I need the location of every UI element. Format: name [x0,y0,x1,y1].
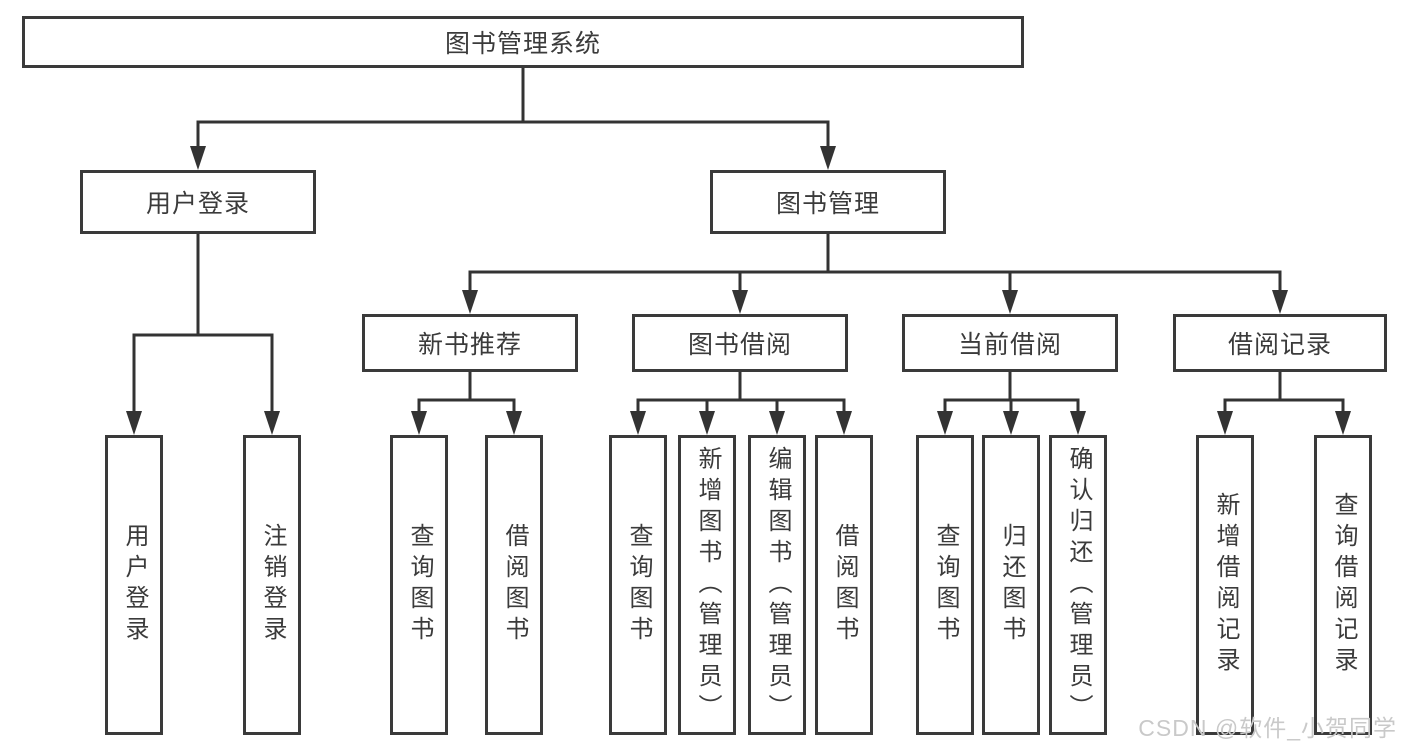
node-label: 用户登录 [121,523,148,647]
leaf-add-book-admin: 新增图书（管理员） [678,435,736,735]
arrowhead-down-icon [1003,411,1019,435]
node-label: 借阅图书 [501,523,528,647]
arrowhead-down-icon [1335,411,1351,435]
arrowhead-down-icon [411,411,427,435]
node-label: 查询图书 [406,523,433,647]
node-label: 注销登录 [259,523,286,647]
node-user-login: 用户登录 [80,170,316,234]
node-book-borrow: 图书借阅 [632,314,848,372]
leaf-borrow-query-book: 查询图书 [609,435,667,735]
leaf-current-query-book: 查询图书 [916,435,974,735]
arrowhead-down-icon [1002,290,1018,314]
leaf-user-login: 用户登录 [105,435,163,735]
leaf-edit-book-admin: 编辑图书（管理员） [748,435,806,735]
arrowhead-down-icon [190,146,206,170]
node-label: 查询图书 [932,523,959,647]
arrowhead-down-icon [836,411,852,435]
connector-paths [132,68,1345,414]
node-current-borrow: 当前借阅 [902,314,1118,372]
arrowhead-down-icon [264,411,280,435]
leaf-add-borrow-record: 新增借阅记录 [1196,435,1254,735]
connector-newbookrec-to-leaves [417,372,516,414]
connector-bookborrow-to-leaves [636,372,846,414]
leaf-recommend-borrow-book: 借阅图书 [485,435,543,735]
node-label: 当前借阅 [957,331,1062,359]
connector-bookmgmt-to-level3 [468,234,1282,296]
connector-root-to-level2 [196,68,830,150]
node-label: 用户登录 [145,190,250,218]
node-label: 图书管理 [775,190,880,218]
connector-borrowrecords-to-leaves [1223,372,1345,414]
arrowhead-down-icon [732,290,748,314]
leaf-recommend-query-book: 查询图书 [390,435,448,735]
node-label: 图书借阅 [687,331,792,359]
node-label: 查询借阅记录 [1330,492,1357,678]
arrowhead-down-icon [937,411,953,435]
csdn-watermark: CSDN @软件_小贺同学 [1138,715,1397,741]
node-label: 新书推荐 [417,331,522,359]
arrowhead-down-icon [630,411,646,435]
arrowhead-down-icon [1217,411,1233,435]
arrowheads [126,146,1351,435]
arrowhead-down-icon [126,411,142,435]
arrowhead-down-icon [506,411,522,435]
arrowhead-down-icon [820,146,836,170]
node-label: 归还图书 [998,523,1025,647]
node-book-management: 图书管理 [710,170,946,234]
leaf-borrow-book: 借阅图书 [815,435,873,735]
node-label: 借阅记录 [1227,331,1332,359]
leaf-return-book: 归还图书 [982,435,1040,735]
node-label: 编辑图书（管理员） [764,445,791,725]
node-label: 查询图书 [625,523,652,647]
node-root-system: 图书管理系统 [22,16,1024,68]
leaf-query-borrow-record: 查询借阅记录 [1314,435,1372,735]
arrowhead-down-icon [1272,290,1288,314]
leaf-confirm-return-admin: 确认归还（管理员） [1049,435,1107,735]
node-new-book-recommend: 新书推荐 [362,314,578,372]
arrowhead-down-icon [462,290,478,314]
node-label: 借阅图书 [831,523,858,647]
node-label: 新增图书（管理员） [694,445,721,725]
node-label: 图书管理系统 [444,30,601,58]
node-borrow-records: 借阅记录 [1173,314,1387,372]
arrowhead-down-icon [769,411,785,435]
connector-currentborrow-to-leaves [943,372,1080,414]
arrowhead-down-icon [699,411,715,435]
node-label: 新增借阅记录 [1212,492,1239,678]
arrowhead-down-icon [1070,411,1086,435]
leaf-logout: 注销登录 [243,435,301,735]
node-label: 确认归还（管理员） [1065,445,1092,725]
connector-userlogin-to-leaves [132,234,274,414]
